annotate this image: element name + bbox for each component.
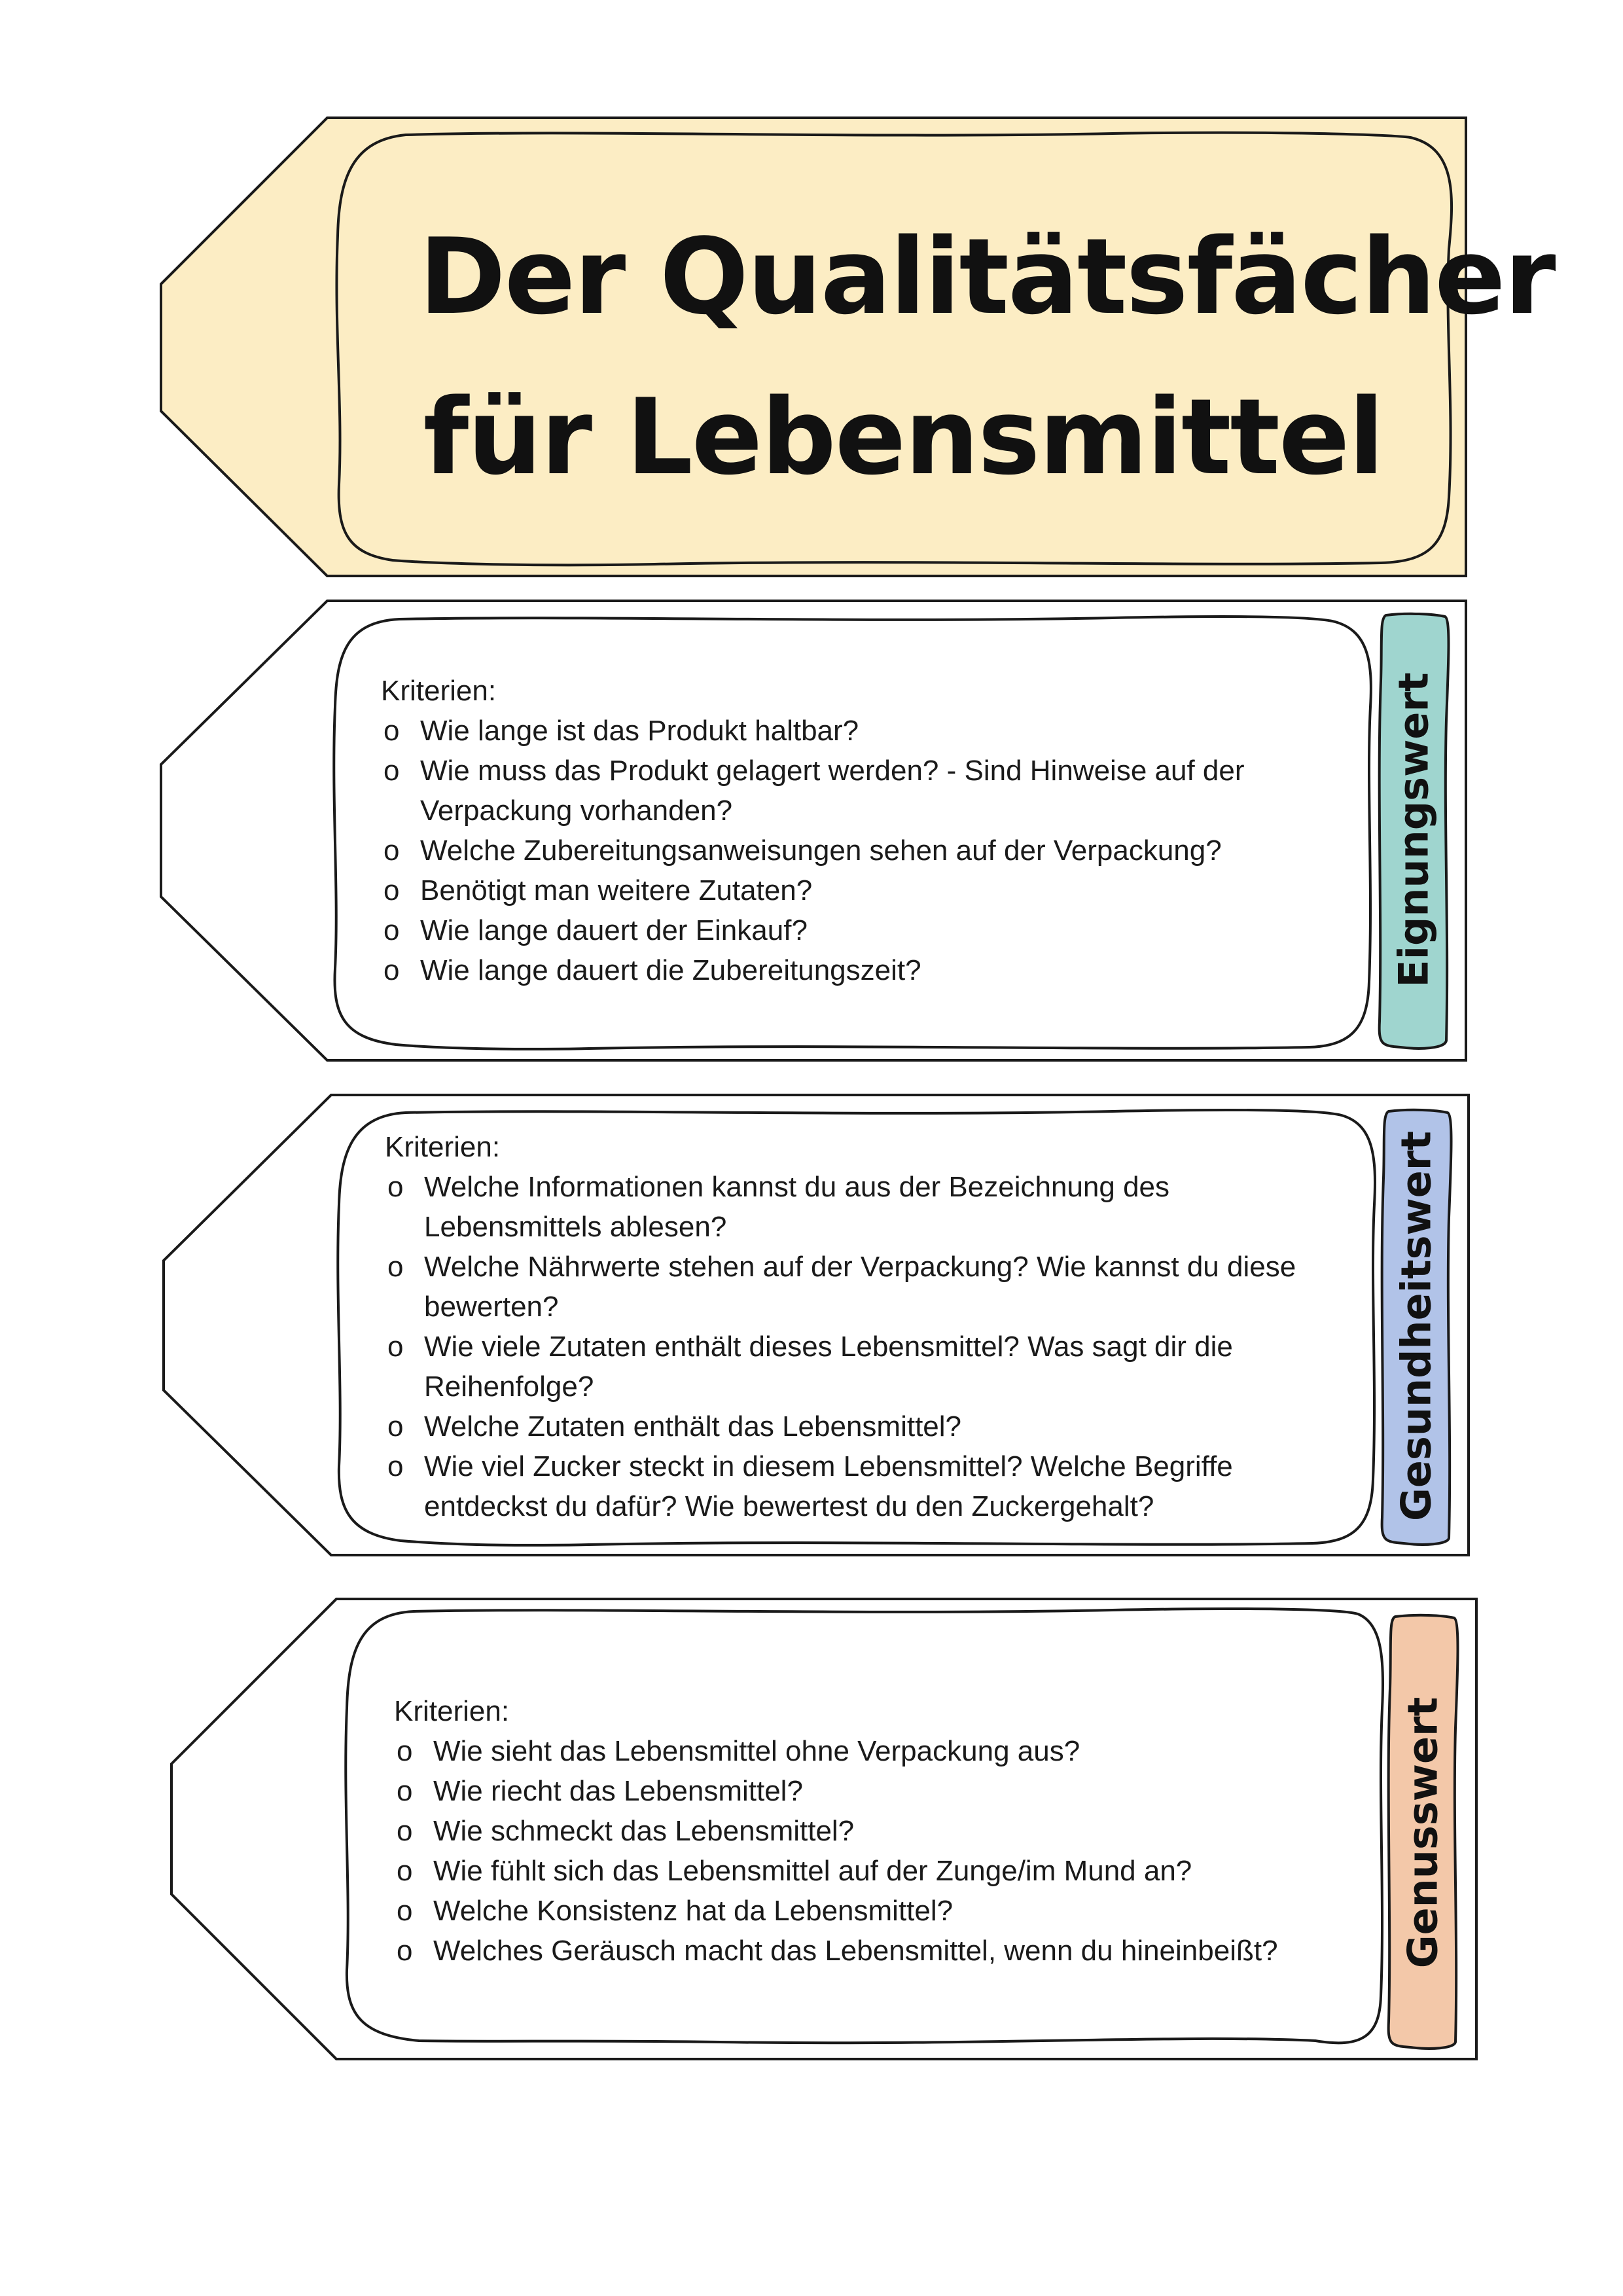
card-gesundheitswert-tab <box>1380 1108 1453 1546</box>
card-genusswert-shape <box>170 1598 1478 2060</box>
title-card <box>160 117 1467 577</box>
card-genusswert <box>170 1598 1478 2060</box>
bullet-circle-icon: o <box>387 1251 404 1283</box>
card-eignungswert-shape <box>160 600 1467 1062</box>
card-gesundheitswert <box>162 1094 1470 1556</box>
bullet-circle-icon: o <box>387 1331 404 1363</box>
bullet-circle-icon: o <box>383 874 400 906</box>
bullet-circle-icon: o <box>397 1775 413 1807</box>
bullet-circle-icon: o <box>383 715 400 747</box>
criteria-heading: Kriterien: <box>381 675 497 707</box>
title-card-inner-frame <box>335 131 1453 567</box>
tab-label-eignungswert: Eignungswert <box>1389 672 1438 988</box>
page-title-line-2: für Lebensmittel <box>423 376 1385 498</box>
bullet-circle-icon: o <box>387 1450 404 1482</box>
card-genusswert-inner-frame <box>344 1607 1385 2045</box>
bullet-circle-icon: o <box>397 1735 413 1767</box>
bullet-circle-icon: o <box>383 954 400 986</box>
tab-label-gesundheitswert: Gesundheitswert <box>1392 1130 1440 1522</box>
card-genusswert-tab <box>1387 1613 1459 2050</box>
bullet-circle-icon: o <box>383 834 400 867</box>
bullet-circle-icon: o <box>397 1855 413 1887</box>
card-eignungswert-tab <box>1378 612 1450 1050</box>
page-title: Der Qualitätsfächer für Lebensmittel <box>419 196 1556 517</box>
card-eignungswert-inner-frame <box>332 615 1372 1050</box>
bullet-circle-icon: o <box>387 1410 404 1443</box>
card-gesundheitswert-shape <box>162 1094 1470 1556</box>
page-title-line-1: Der Qualitätsfächer <box>419 215 1556 338</box>
bullet-circle-icon: o <box>397 1935 413 1967</box>
bullet-circle-icon: o <box>387 1171 404 1203</box>
bullet-circle-icon: o <box>397 1815 413 1847</box>
bullet-circle-icon: o <box>383 755 400 787</box>
bullet-circle-icon: o <box>383 914 400 946</box>
card-eignungswert <box>160 600 1467 1062</box>
criteria-heading: Kriterien: <box>385 1131 501 1163</box>
title-card-shape <box>160 117 1467 577</box>
card-gesundheitswert-inner-frame <box>336 1109 1377 1547</box>
tab-label-genusswert: Genusswert <box>1399 1696 1447 1969</box>
criteria-heading: Kriterien: <box>394 1695 510 1727</box>
bullet-circle-icon: o <box>397 1895 413 1927</box>
